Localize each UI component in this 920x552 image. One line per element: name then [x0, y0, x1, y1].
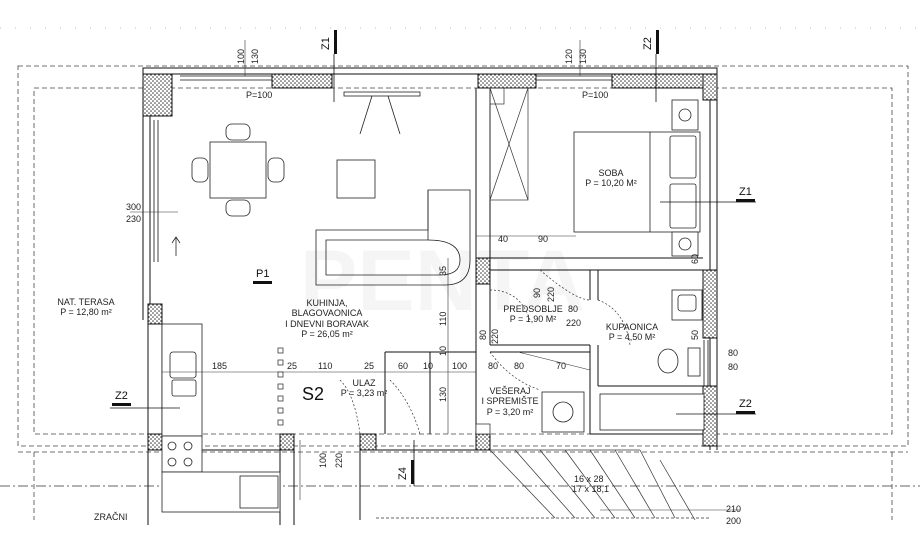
dim-80-door: 80	[568, 304, 579, 314]
z2-top-text: Z2	[642, 37, 654, 50]
dim-300: 300	[126, 202, 142, 212]
kupaonica-area: P = 4,50 M²	[608, 332, 656, 343]
section-marker-lines	[110, 54, 756, 486]
kupaonica-name: KUPAONICA	[605, 322, 659, 332]
dim-25b: 25	[364, 361, 375, 371]
room-label-veseraj: VEŠERAJ I SPREMIŠTE P = 3,20 m²	[481, 386, 538, 417]
stairs	[376, 449, 710, 521]
dim-80h: 80	[488, 361, 499, 371]
room-label-kitchen: KUHINJA, BLAGOVAONICA I DNEVNI BORAVAK P…	[285, 298, 369, 339]
dim-60: 60	[398, 361, 409, 371]
dim-130v: 130	[438, 386, 448, 402]
section-tag-z2-right: Z2	[736, 398, 755, 414]
washing-machine	[541, 391, 585, 433]
dim-80-right-2: 80	[728, 362, 739, 372]
dim-90: 90	[538, 234, 549, 244]
dim-130-top-right: 130	[578, 48, 588, 64]
dim-100-top: 100	[236, 48, 246, 64]
section-tag-z4: Z4	[397, 460, 414, 484]
dim-220a: 220	[546, 286, 556, 302]
room-label-ulaz: ULAZ P = 3,23 m²	[341, 378, 388, 399]
dim-210: 210	[726, 504, 742, 514]
hatched-walls	[142, 73, 718, 451]
veseraj-line-1: VEŠERAJ	[489, 386, 531, 396]
dim-p100-left: P=100	[246, 90, 273, 100]
room-tag-p1: P1	[253, 268, 273, 284]
section-tag-z2-top: Z2	[642, 30, 659, 54]
dim-120-top: 120	[564, 48, 574, 64]
stairs-dims-1: 16 x 28	[574, 474, 604, 484]
kitchen-line-3: I DNEVNI BORAVAK	[285, 318, 369, 329]
kitchen-counter	[161, 323, 281, 513]
dim-80b: 80	[514, 361, 525, 371]
dim-100h: 100	[452, 361, 468, 371]
z1-top-text: Z1	[320, 37, 332, 50]
dim-200: 200	[726, 516, 742, 526]
wardrobe	[489, 87, 529, 201]
ceiling-light	[343, 91, 421, 135]
dim-130-top: 130	[250, 48, 260, 64]
dim-230: 230	[126, 214, 142, 224]
dim-100v: 100	[318, 452, 328, 468]
z4-text: Z4	[397, 467, 409, 480]
dining-table	[191, 123, 285, 217]
section-tag-z1-top: Z1	[320, 30, 337, 54]
dim-60v: 60	[690, 253, 700, 264]
soba-area: P = 10,20 M²	[585, 178, 637, 189]
watermark: PENTA	[300, 233, 585, 329]
dim-10b: 10	[423, 361, 434, 371]
dim-35: 35	[438, 265, 448, 276]
entrance-markers	[277, 347, 491, 435]
room-label-soba: SOBA P = 10,20 M²	[585, 168, 637, 189]
ulaz-area: P = 3,23 m²	[340, 388, 388, 399]
dim-80v: 80	[478, 329, 488, 340]
dim-70: 70	[556, 361, 567, 371]
section-tag-z1-right: Z1	[736, 186, 755, 202]
predsoblje-area: P = 1,90 M²	[509, 314, 557, 325]
exterior-walls	[142, 67, 718, 450]
ulaz-name: ULAZ	[352, 378, 376, 388]
kitchen-area: P = 26,05 m²	[301, 329, 353, 340]
kitchen-line-2: BLAGOVAONICA	[291, 308, 363, 319]
soba-name: SOBA	[598, 168, 624, 178]
bathroom-fixtures	[599, 289, 705, 431]
predsoblje-name: PREDSOBLJE	[503, 304, 563, 314]
dim-80-right-1: 80	[728, 348, 739, 358]
dim-220d: 220	[334, 452, 344, 468]
direction-arrow	[171, 236, 181, 256]
dim-185: 185	[212, 361, 228, 371]
stairs-dims-2: 17 x 18,1	[572, 484, 610, 494]
roof-outline-inner	[33, 87, 893, 435]
coffee-table	[336, 159, 376, 199]
dim-50v: 50	[690, 329, 700, 340]
room-label-predsoblje: PREDSOBLJE P = 1,90 M²	[503, 304, 563, 325]
kitchen-line-1: KUHINJA,	[306, 298, 348, 308]
veseraj-area: P = 3,20 m²	[486, 406, 534, 417]
dim-110h: 110	[318, 361, 333, 371]
terasa-name: NAT. TERASA	[57, 297, 115, 307]
dim-p100-right: P=100	[582, 90, 609, 100]
stair-tag-s2: S2	[302, 384, 325, 404]
dim-10: 10	[438, 345, 448, 356]
bed	[573, 99, 701, 257]
dim-40: 40	[498, 234, 509, 244]
dim-25a: 25	[287, 361, 298, 371]
terasa-area: P = 12,80 m²	[60, 307, 112, 318]
dim-220c: 220	[490, 328, 500, 344]
door-swings	[339, 269, 631, 435]
dim-110v: 110	[438, 311, 448, 326]
room-label-kupaonica: KUPAONICA P = 4,50 M²	[606, 322, 658, 343]
section-tag-z2-left: Z2	[112, 390, 131, 406]
room-label-terasa: NAT. TERASA P = 12,80 m²	[57, 297, 114, 318]
sofa	[315, 189, 471, 286]
veseraj-line-2: I SPREMIŠTE	[481, 396, 539, 407]
dimension-lines	[130, 40, 740, 511]
windows	[153, 75, 709, 386]
roof-outline-outer	[17, 65, 909, 447]
dim-90v: 90	[532, 287, 542, 298]
dim-220-door: 220	[566, 318, 582, 328]
room-label-zracni: ZRAČNI	[94, 512, 128, 522]
